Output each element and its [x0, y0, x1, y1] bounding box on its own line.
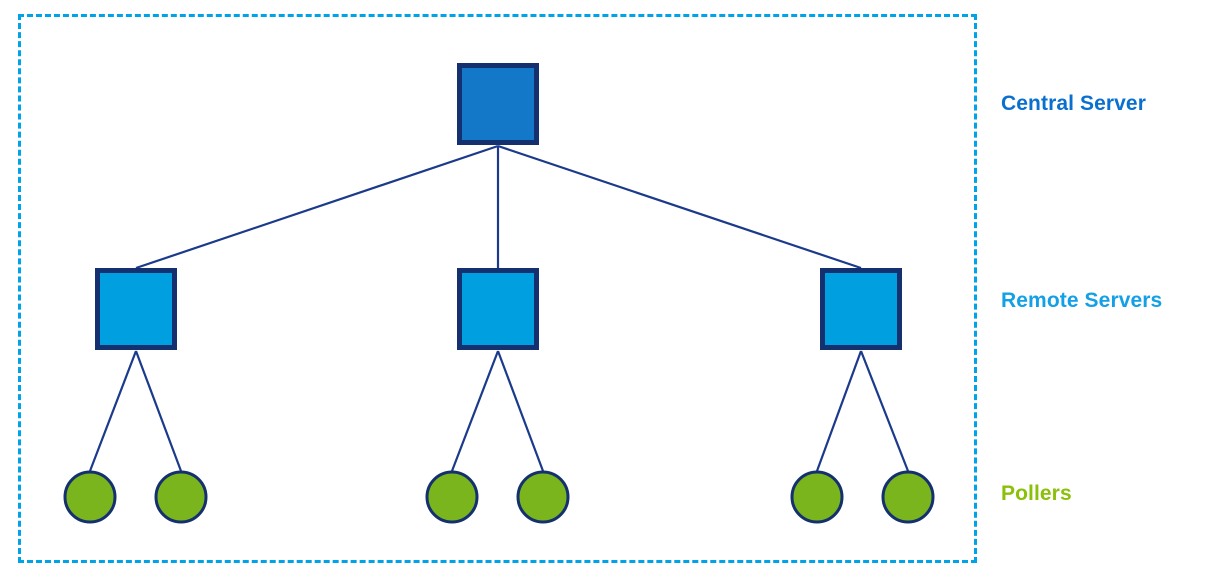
poller-circle-1[interactable]	[63, 470, 117, 524]
tier-label-pollers: Pollers	[1001, 482, 1072, 505]
connector-remote-2-to-poller-4	[496, 350, 545, 472]
connector-remote-1-to-poller-1	[88, 350, 138, 472]
connector-central-to-remote-1	[135, 144, 499, 270]
central-server-node[interactable]	[457, 63, 539, 145]
connector-remote-2-to-poller-3	[450, 350, 500, 472]
tier-label-central-server: Central Server	[1001, 92, 1146, 115]
remote-server-box-2[interactable]	[457, 268, 539, 350]
connector-remote-3-to-poller-5	[815, 350, 863, 472]
remote-server-box-3[interactable]	[820, 268, 902, 350]
connector-remote-3-to-poller-6	[859, 350, 910, 472]
central-server-box[interactable]	[457, 63, 539, 145]
connector-group-central-to-remote	[135, 144, 862, 270]
diagram-boundary	[18, 14, 977, 563]
connector-central-to-remote-3	[497, 144, 862, 270]
tier-label-remote-servers: Remote Servers	[1001, 289, 1163, 312]
remote-server-nodes	[95, 268, 902, 350]
remote-server-box-1[interactable]	[95, 268, 177, 350]
connector-group-remote-to-pollers	[88, 350, 910, 472]
poller-circle-5[interactable]	[790, 470, 844, 524]
poller-circle-6[interactable]	[881, 470, 935, 524]
poller-circle-4[interactable]	[516, 470, 570, 524]
poller-circle-3[interactable]	[425, 470, 479, 524]
connector-remote-1-to-poller-2	[134, 350, 183, 472]
poller-circle-2[interactable]	[154, 470, 208, 524]
poller-nodes	[63, 470, 935, 524]
